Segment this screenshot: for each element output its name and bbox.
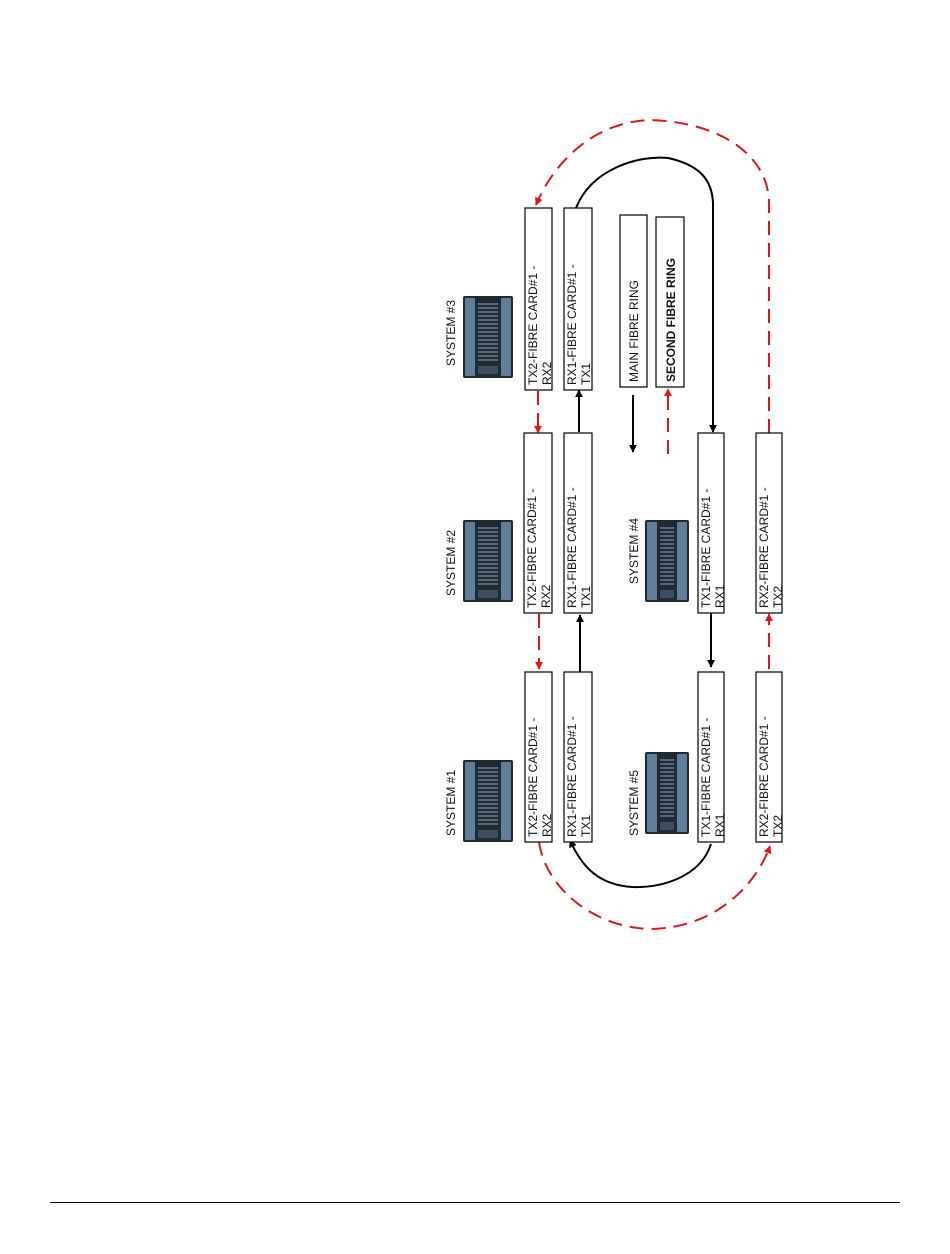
legend-second-label: SECOND FIBRE RING (664, 258, 678, 382)
fibre-card: RX2-FIBRE CARD#1 - TX2 (755, 432, 785, 614)
system-5-label: SYSTEM #5 (627, 770, 641, 836)
connection-second-s1-s5 (538, 841, 772, 931)
fibre-card: RX1-FIBRE CARD#1 - TX1 (563, 432, 593, 614)
footer-divider (50, 1202, 900, 1203)
legend-second: SECOND FIBRE RING (655, 216, 685, 388)
card-line-1: TX2-FIBRE CARD#1 - (526, 718, 540, 837)
card-line-2: TX2 (771, 586, 785, 608)
fibre-card: TX2-FIBRE CARD#1 - RX2 (524, 207, 554, 391)
system-2-label: SYSTEM #2 (444, 530, 458, 596)
fibre-card: RX1-FIBRE CARD#1 - TX1 (563, 671, 593, 843)
card-line-1: TX1-FIBRE CARD#1 - (699, 718, 713, 837)
fibre-card: TX2-FIBRE CARD#1 - RX2 (524, 671, 554, 843)
card-line-1: RX2-FIBRE CARD#1 - (757, 487, 771, 608)
legend-main: MAIN FIBRE RING (619, 214, 648, 388)
connection-main-s3-s4 (575, 156, 717, 433)
fibre-card: TX2-FIBRE CARD#1 - RX2 (523, 432, 553, 614)
fibre-card: RX2-FIBRE CARD#1 - TX2 (755, 671, 785, 843)
card-line-2: RX1 (713, 813, 727, 837)
card-line-2: RX2 (539, 584, 553, 608)
card-line-2: RX1 (713, 584, 727, 608)
system-3-label: SYSTEM #3 (444, 300, 458, 366)
connection-second-s4-s3 (535, 118, 770, 433)
card-line-2: RX2 (540, 361, 554, 385)
server-rack-icon (463, 760, 513, 842)
legend: MAIN FIBRE RING SECOND FIBRE RING (619, 214, 685, 388)
card-line-1: TX1-FIBRE CARD#1 - (699, 489, 713, 608)
card-line-1: RX1-FIBRE CARD#1 - (565, 264, 579, 385)
card-line-2: TX1 (579, 815, 593, 837)
ring-connections (534, 118, 773, 931)
system-1-label: SYSTEM #1 (444, 770, 458, 836)
card-line-2: TX2 (771, 815, 785, 837)
fibre-card: TX1-FIBRE CARD#1 - RX1 (697, 671, 727, 843)
fibre-card: TX1-FIBRE CARD#1 - RX1 (697, 432, 727, 614)
card-line-1: TX2-FIBRE CARD#1 - (525, 489, 539, 608)
server-racks (463, 296, 689, 842)
server-rack-icon (463, 296, 513, 378)
card-line-1: TX2-FIBRE CARD#1 - (526, 266, 540, 385)
system-labels: SYSTEM #1 SYSTEM #2 SYSTEM #3 SYSTEM #4 … (444, 300, 641, 836)
connection-main-s5-s1 (569, 839, 712, 889)
card-line-2: RX2 (540, 813, 554, 837)
legend-main-label: MAIN FIBRE RING (627, 280, 641, 382)
card-line-1: RX1-FIBRE CARD#1 - (565, 716, 579, 837)
server-rack-icon (645, 520, 689, 602)
card-line-2: TX1 (579, 586, 593, 608)
card-line-1: RX1-FIBRE CARD#1 - (565, 487, 579, 608)
fibre-cards: TX2-FIBRE CARD#1 - RX2 RX1-FIBRE CARD#1 … (523, 207, 785, 843)
card-line-1: RX2-FIBRE CARD#1 - (757, 716, 771, 837)
fibre-card: RX1-FIBRE CARD#1 - TX1 (563, 207, 593, 391)
system-4-label: SYSTEM #4 (627, 518, 641, 584)
server-rack-icon (463, 520, 513, 602)
server-rack-icon (645, 752, 689, 834)
card-line-2: TX1 (579, 363, 593, 385)
